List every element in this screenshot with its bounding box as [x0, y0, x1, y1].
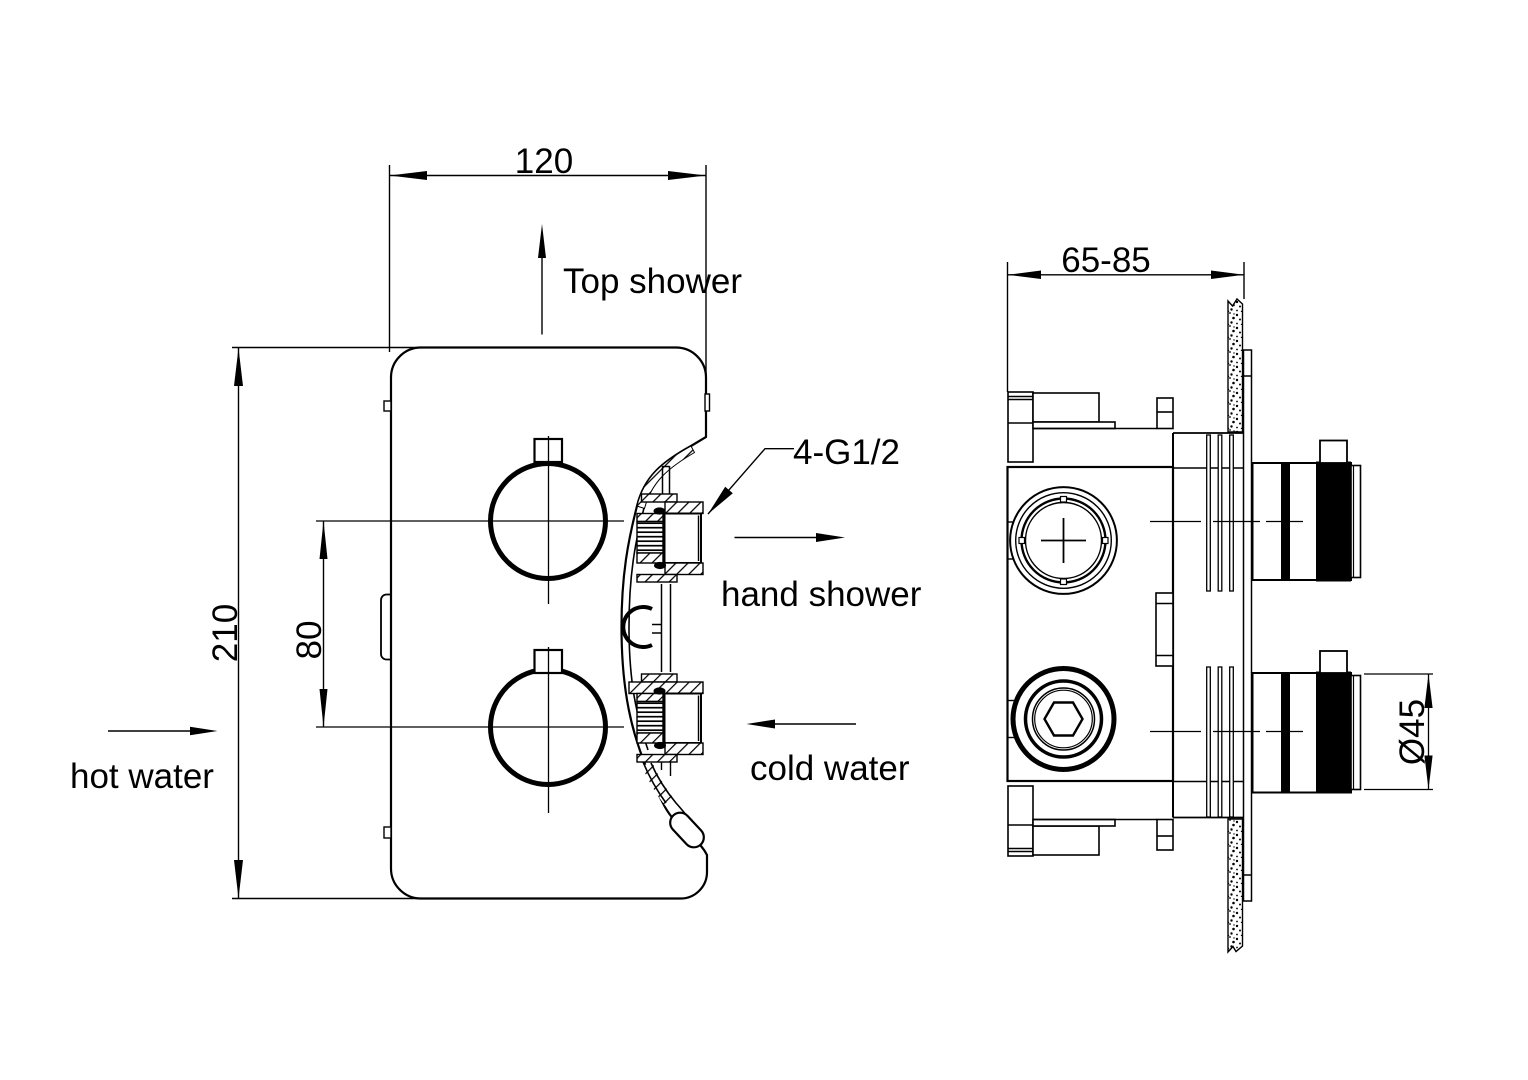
- svg-text:210: 210: [206, 604, 245, 662]
- svg-text:80: 80: [290, 621, 329, 660]
- svg-text:65-85: 65-85: [1061, 241, 1151, 280]
- svg-text:cold water: cold water: [750, 749, 910, 788]
- svg-text:hot water: hot water: [70, 757, 214, 796]
- svg-text:4-G1/2: 4-G1/2: [793, 433, 900, 472]
- svg-text:Top shower: Top shower: [563, 262, 742, 301]
- svg-text:Ø45: Ø45: [1393, 699, 1432, 765]
- svg-text:120: 120: [515, 142, 573, 181]
- svg-text:hand shower: hand shower: [721, 575, 922, 614]
